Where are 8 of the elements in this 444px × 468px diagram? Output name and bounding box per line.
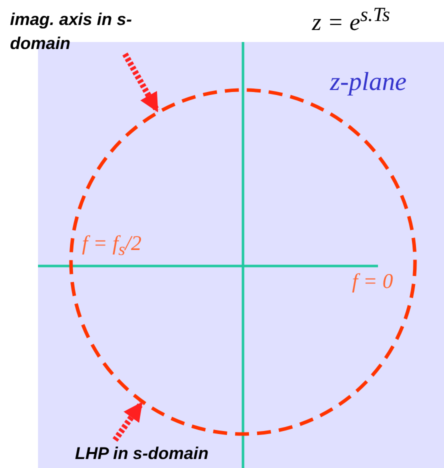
frequency-label: f = f$_{s}$/2 <box>82 232 142 260</box>
annotation-text: imag. axis in s-domain <box>10 8 135 56</box>
annotation-text: LHP in s-domain <box>75 442 208 466</box>
formula-text: z = e$^{s.Ts}$ <box>312 4 390 36</box>
frequency-label: f = 0 <box>352 270 394 294</box>
leader-arrow <box>112 402 144 442</box>
plane-label: z-plane <box>330 68 407 97</box>
leader-arrow <box>122 52 160 112</box>
